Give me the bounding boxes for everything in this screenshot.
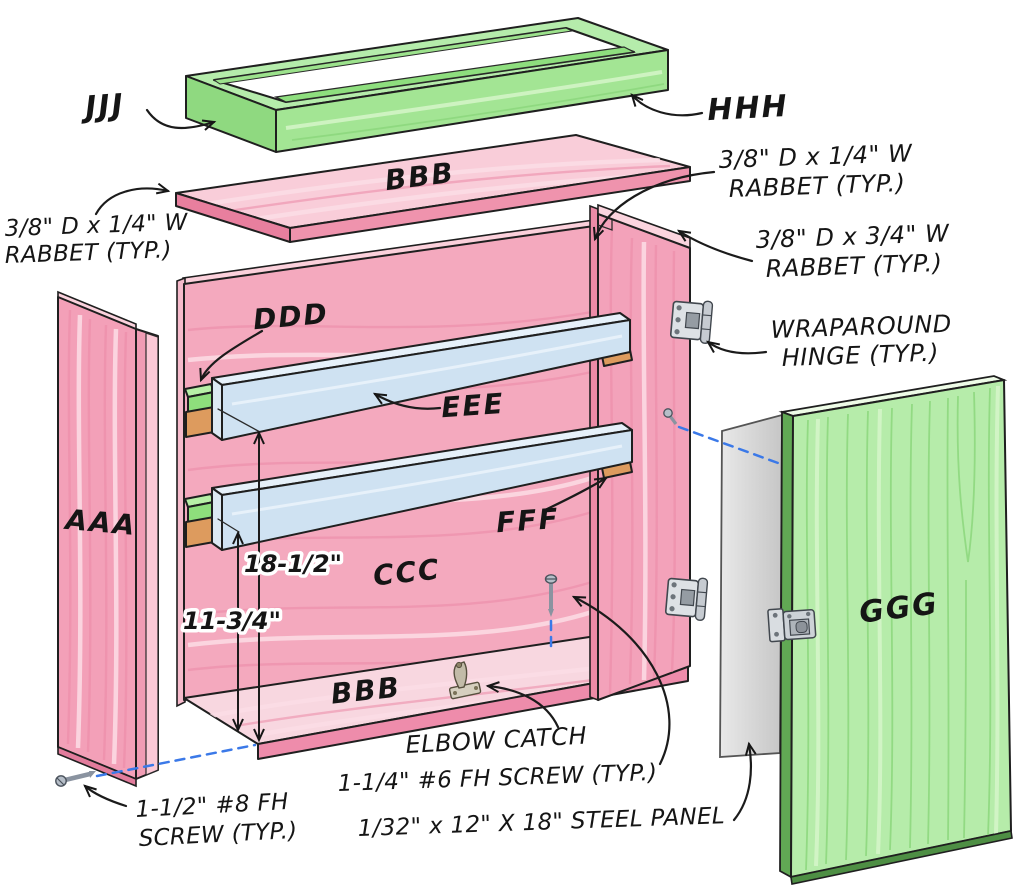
note-steel-panel: 1/32" x 12" X 18" STEEL PANEL bbox=[357, 803, 725, 842]
leader-rabbet-top-right bbox=[592, 170, 716, 242]
note-hinge-2: HINGE (TYP.) bbox=[781, 339, 939, 372]
door-face bbox=[790, 379, 1012, 878]
rail-upper-end bbox=[211, 377, 223, 441]
frame-inner-wall-near bbox=[274, 46, 636, 103]
label-jjj: JJJ bbox=[79, 88, 126, 126]
door-part bbox=[767, 375, 1013, 885]
elbow-catch-arm bbox=[453, 661, 468, 689]
wraparound-hinge-top bbox=[669, 300, 714, 344]
steel-panel-part bbox=[719, 413, 783, 758]
wraparound-hinge-bottom bbox=[664, 574, 709, 622]
leader-eee bbox=[372, 392, 442, 410]
label-eee: EEE bbox=[440, 387, 506, 424]
leader-elbow-catch bbox=[485, 681, 560, 729]
aaa-grain bbox=[66, 309, 128, 769]
note-rabbet-left-2: RABBET (TYP.) bbox=[4, 237, 172, 269]
leader-rabbet-right bbox=[676, 229, 754, 263]
label-bbb-bottom: BBB bbox=[329, 670, 402, 710]
screw-hinge-side bbox=[663, 408, 678, 425]
side-panel-grain bbox=[608, 227, 676, 695]
frame-end-face bbox=[185, 75, 277, 153]
note-screw8-1: 1-1/2" #8 FH bbox=[135, 789, 289, 823]
leader-steel-panel bbox=[732, 741, 757, 822]
aaa-rabbet-groove bbox=[145, 332, 159, 776]
alignment-dash-hinge bbox=[677, 425, 780, 465]
leader-jjj bbox=[145, 108, 217, 131]
bottom-panel-front-edge bbox=[257, 665, 689, 760]
note-screw8-2: SCREW (TYP.) bbox=[138, 818, 298, 852]
rail-upper-assembly bbox=[184, 312, 631, 441]
leader-fff bbox=[543, 476, 609, 512]
dim-upper-text: 18-1/2" bbox=[244, 550, 342, 578]
note-rabbet-top-right-1: 3/8" D x 1/4" W bbox=[718, 139, 913, 174]
note-hinge-1: WRAPAROUND bbox=[770, 310, 952, 344]
rail-lower-assembly bbox=[184, 422, 633, 551]
top-frame-part bbox=[185, 17, 669, 153]
label-ccc: CCC bbox=[371, 553, 442, 593]
rail-lower-end bbox=[211, 487, 223, 551]
top-panel-end-edge bbox=[175, 192, 291, 243]
note-rabbet-right-2: RABBET (TYP.) bbox=[765, 249, 943, 283]
label-hhh: HHH bbox=[707, 89, 790, 128]
door-latch bbox=[767, 608, 817, 643]
note-rabbet-top-right-2: RABBET (TYP.) bbox=[728, 169, 906, 203]
note-rabbet-left-1: 3/8" D x 1/4" W bbox=[4, 210, 189, 242]
frame-grain bbox=[285, 70, 665, 141]
door-grain bbox=[805, 385, 1000, 871]
leader-hhh bbox=[630, 93, 704, 117]
note-screw6: 1-1/4" #6 FH SCREW (TYP.) bbox=[337, 760, 657, 797]
aaa-bottom-edge bbox=[57, 745, 137, 788]
side-panel-rabbet-step bbox=[597, 219, 613, 231]
label-ddd: DDD bbox=[252, 297, 330, 336]
dimension-lines bbox=[217, 408, 265, 743]
elbow-catch-hardware bbox=[448, 661, 482, 700]
note-rabbet-right-1: 3/8" D x 3/4" W bbox=[755, 219, 950, 254]
leader-ddd bbox=[199, 329, 264, 383]
left-side-panel-part bbox=[57, 290, 159, 788]
dim-lower-text: 11-3/4" bbox=[183, 607, 281, 635]
leader-rabbet-left bbox=[94, 182, 171, 216]
top-panel-part bbox=[175, 134, 691, 243]
alignment-dash-left bbox=[95, 743, 257, 778]
door-bottom-edge bbox=[790, 830, 1013, 885]
screw-bottom-left bbox=[55, 771, 96, 787]
leader-hinge bbox=[706, 340, 768, 355]
frame-inner-wall-far bbox=[212, 27, 574, 85]
cabinet-carcase bbox=[176, 203, 714, 760]
label-fff: FFF bbox=[495, 502, 561, 539]
screw-interior bbox=[544, 574, 558, 617]
label-aaa: AAA bbox=[62, 503, 138, 542]
leader-screw8 bbox=[83, 784, 128, 808]
cleat-orange-upper-face bbox=[185, 406, 215, 438]
cleat-orange-lower-face bbox=[185, 516, 215, 548]
leader-screw6 bbox=[571, 595, 671, 766]
